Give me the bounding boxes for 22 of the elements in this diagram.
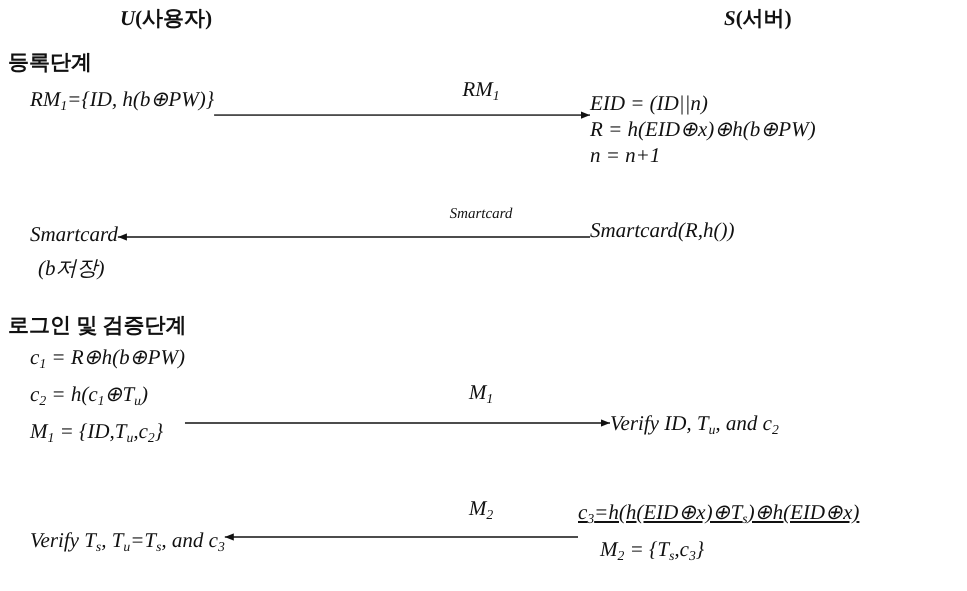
formula-text: Verify ID, T$_{u}$, and c$_{2}$	[610, 410, 779, 440]
column-heading: U(사용자)	[120, 5, 212, 31]
formula-text: c$_{2}$ = h(c$_{1}$⊕T$_{u}$)	[30, 381, 148, 410]
column-heading: S(서버)	[724, 5, 792, 31]
section-heading: 등록단계	[8, 49, 92, 75]
formula-text: M$_{1}$ = {ID,T$_{u}$,c$_{2}$}	[30, 418, 164, 448]
arrow	[214, 112, 590, 119]
formula-text: M$_{2}$ = {T$_{s}$,c$_{3}$}	[600, 536, 704, 566]
formula-text: (b저장)	[38, 255, 104, 282]
arrow	[184, 419, 610, 427]
formula-text: Smartcard(R,h())	[590, 217, 734, 243]
formula-text: Verify T$_{s}$, T$_{u}$=T$_{s}$, and c$_{3}$	[30, 527, 225, 556]
arrow	[224, 533, 578, 541]
formula-text: c$_{3}$=h(h(EID⊕x)⊕T$_{s}$)⊕h(EID⊕x)	[578, 499, 860, 528]
formula-text: Smartcard	[30, 221, 118, 248]
arrow	[118, 233, 590, 241]
section-heading: 로그인 및 검증단계	[8, 312, 186, 338]
formula-text: RM$_{1}$={ID, h(b⊕PW)}	[30, 86, 214, 116]
formula-text: n = n+1	[590, 142, 660, 168]
formula-text: EID = (ID||n)	[590, 90, 708, 116]
formula-text: R = h(EID⊕x)⊕h(b⊕PW)	[590, 116, 816, 142]
formula-text: c$_{1}$ = R⊕h(b⊕PW)	[30, 344, 185, 374]
